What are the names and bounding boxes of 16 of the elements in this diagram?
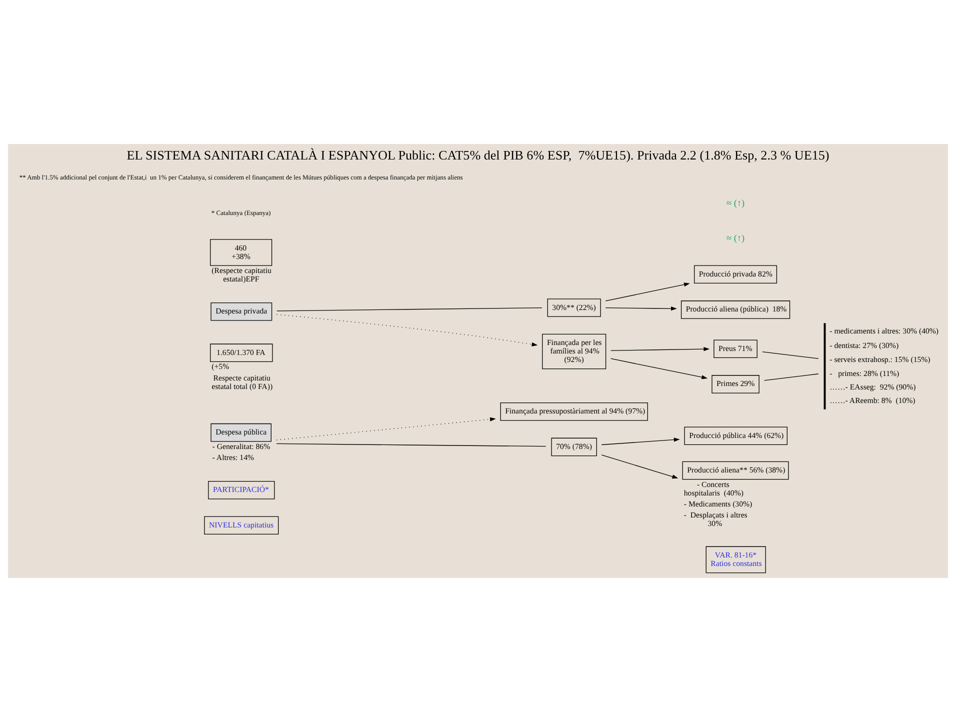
arrow — [605, 282, 690, 302]
diagram-title: EL SISTEMA SANITARI CATALÀ I ESPANYOL Public: CAT5% del PIB 6% ESP, 7%UE15). Privada 2.2 (1.8% Esp, 2.3 % UE15) — [126, 148, 830, 163]
connector — [762, 351, 819, 359]
label: ≈ (↑) — [726, 233, 745, 244]
connector — [276, 443, 546, 447]
arrow — [276, 417, 496, 440]
connector — [764, 374, 819, 381]
arrow — [610, 347, 710, 352]
arrow — [276, 314, 538, 346]
arrow — [601, 454, 678, 479]
connector — [276, 307, 542, 312]
label: ≈ (↑) — [726, 198, 745, 208]
arrow — [610, 358, 708, 380]
arrow — [605, 306, 677, 311]
node-bar — [824, 323, 826, 410]
arrow — [601, 438, 680, 446]
